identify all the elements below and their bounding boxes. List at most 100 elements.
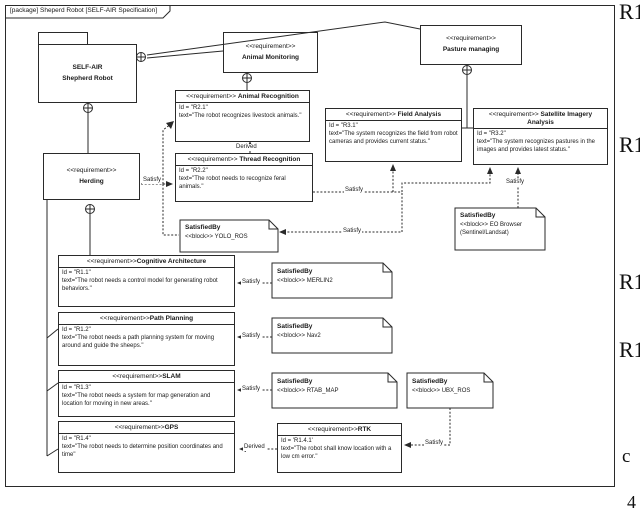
requirement-id: Id = "R3.1" xyxy=(329,123,358,130)
satisfy-label: Satisfy xyxy=(424,440,445,448)
stereotype-label: <<requirement>> xyxy=(187,156,240,163)
requirement-body: Id = 'R1.4.1' text="The robot shall know… xyxy=(278,436,401,464)
requirement-text: text="The robot needs a control model fo… xyxy=(62,278,218,292)
requirement-id: Id = "R2.1" xyxy=(179,105,208,112)
note-title: SatisfiedBy xyxy=(277,268,313,275)
stereotype-label: <<requirement>> xyxy=(114,424,165,431)
note-eo-browser: SatisfiedBy <<block>> EO Browser (Sentin… xyxy=(460,212,522,237)
requirement-body: Id = "R2.2" text="The robot needs to rec… xyxy=(176,166,312,194)
requirement-header: <<requirement>>SLAM xyxy=(59,371,234,384)
package-selfair-shepherd-robot: SELF-AIR Shepherd Robot xyxy=(38,44,137,103)
requirement-header: <<requirement>>Path Planning xyxy=(59,313,234,326)
requirement-header: <<requirement>>GPS xyxy=(59,422,234,435)
derived-label: Derived xyxy=(235,144,258,152)
requirement-header: <<requirement>> Animal Recognition xyxy=(176,91,309,104)
requirement-name: Pasture managing xyxy=(442,46,500,53)
requirement-text: text="The robot shall know location with… xyxy=(281,446,392,460)
margin-text-fragment: c xyxy=(622,446,631,467)
stereotype-label: <<requirement>> xyxy=(446,35,496,43)
satisfy-label: Satisfy xyxy=(344,187,365,195)
note-block: <<block>> Nav2 xyxy=(277,332,321,339)
requirement-box-animal-monitoring: <<requirement>> Animal Monitoring xyxy=(223,32,318,73)
requirement-box-satellite-imagery-analysis: <<requirement>> Satellite Imagery Analys… xyxy=(473,108,608,165)
requirement-body: Id = "R1.4" text="The robot needs to det… xyxy=(59,434,234,462)
margin-text-fragment: R1 xyxy=(619,132,640,157)
stereotype-label: <<requirement>> xyxy=(66,166,117,174)
frame-title: [package] Sheperd Robot [SELF-AIR Specif… xyxy=(10,7,158,14)
requirement-box-rtk: <<requirement>>RTK Id = 'R1.4.1' text="T… xyxy=(277,423,402,473)
package-tab xyxy=(38,32,88,44)
requirement-box-thread-recognition: <<requirement>> Thread Recognition Id = … xyxy=(175,153,313,202)
requirement-text: text="The robot needs a path planning sy… xyxy=(62,335,215,349)
requirement-id: Id = "R1.4" xyxy=(62,436,91,443)
satisfy-label: Satisfy xyxy=(505,179,526,187)
stereotype-label: <<requirement>> xyxy=(99,315,150,322)
note-title: SatisfiedBy xyxy=(277,378,313,385)
requirement-text: text="The robot needs a system for map g… xyxy=(62,393,211,407)
requirement-header: <<requirement>>RTK xyxy=(278,424,401,437)
requirement-text: text="The robot recognizes livestock ani… xyxy=(179,113,302,120)
note-title: SatisfiedBy xyxy=(185,224,221,231)
stereotype-label: <<requirement>> xyxy=(307,426,358,433)
note-ubx-ros: SatisfiedBy <<block>> UBX_ROS xyxy=(412,378,470,395)
requirement-text: text="The robot needs to recognize feral… xyxy=(179,176,286,190)
requirement-name: Animal Recognition xyxy=(237,93,299,100)
requirement-box-cognitive-architecture: <<requirement>>Cognitive Architecture Id… xyxy=(58,255,235,307)
note-yolo-ros: SatisfiedBy <<block>> YOLO_ROS xyxy=(185,224,248,241)
margin-text-fragment: R1 xyxy=(619,337,640,362)
note-title: SatisfiedBy xyxy=(412,378,448,385)
stereotype-label: <<requirement>> xyxy=(245,42,296,50)
requirement-name: RTK xyxy=(357,426,372,433)
requirement-box-field-analysis: <<requirement>> Field Analysis Id = "R3.… xyxy=(325,108,462,162)
requirement-name: Thread Recognition xyxy=(239,156,301,163)
requirement-header: <<requirement>> Field Analysis xyxy=(326,109,461,122)
note-rtab-map: SatisfiedBy <<block>> RTAB_MAP xyxy=(277,378,338,395)
package-name-line2: Shepherd Robot xyxy=(62,74,113,82)
note-block: <<block>> MERLIN2 xyxy=(277,277,333,284)
requirement-name: Path Planning xyxy=(149,315,194,322)
note-block: <<block>> UBX_ROS xyxy=(412,387,471,394)
margin-text-fragment: R1 xyxy=(619,0,640,24)
requirement-box-slam: <<requirement>>SLAM Id = "R1.3" text="Th… xyxy=(58,370,235,417)
requirement-text: text="The system recognizes pastures in … xyxy=(477,139,596,154)
satisfy-label: Satisfy xyxy=(241,279,262,287)
stereotype-label: <<requirement>> xyxy=(345,111,398,118)
requirement-id: Id = "R1.3" xyxy=(62,385,91,392)
requirement-body: Id = "R1.2" text="The robot needs a path… xyxy=(59,325,234,353)
requirement-box-pasture-managing: <<requirement>> Pasture managing xyxy=(420,25,522,65)
stereotype-label: <<requirement>> xyxy=(488,111,541,118)
satisfy-label: Satisfy xyxy=(241,333,262,341)
requirement-text: text="The system recognizes the field fr… xyxy=(329,131,458,145)
requirement-name: GPS xyxy=(164,424,179,431)
requirement-box-animal-recognition: <<requirement>> Animal Recognition Id = … xyxy=(175,90,310,142)
requirement-text: text="The robot needs to determine posit… xyxy=(62,444,223,458)
note-title: SatisfiedBy xyxy=(460,212,496,219)
requirement-id: Id = "R1.2" xyxy=(62,327,91,334)
requirement-body: Id = "R2.1" text="The robot recognizes l… xyxy=(176,103,309,123)
note-block: <<block>> RTAB_MAP xyxy=(277,387,339,394)
stereotype-label: <<requirement>> xyxy=(86,258,137,265)
requirement-body: Id = "R1.1" text="The robot needs a cont… xyxy=(59,268,234,296)
requirement-name: Herding xyxy=(79,177,104,185)
requirement-id: Id = "R1.1" xyxy=(62,270,91,277)
requirement-name: SLAM xyxy=(162,373,181,380)
margin-text-fragment: R1 xyxy=(619,269,640,294)
requirement-header: <<requirement>>Cognitive Architecture xyxy=(59,256,234,269)
requirement-id: Id = 'R1.4.1' xyxy=(281,438,313,445)
requirement-box-gps: <<requirement>>GPS Id = "R1.4" text="The… xyxy=(58,421,235,473)
requirement-name: Satellite Imagery Analysis xyxy=(527,111,593,127)
stereotype-label: <<requirement>> xyxy=(186,93,238,100)
note-title: SatisfiedBy xyxy=(277,323,313,330)
note-merlin2: SatisfiedBy <<block>> MERLIN2 xyxy=(277,268,333,285)
satisfy-label: Satisfy xyxy=(241,386,262,394)
satisfy-label: Satisfy xyxy=(342,228,363,236)
requirement-body: Id = "R1.3" text="The robot needs a syst… xyxy=(59,383,234,411)
requirement-id: Id = "R2.2" xyxy=(179,168,208,175)
requirement-name: Cognitive Architecture xyxy=(136,258,207,265)
requirement-name: Field Analysis xyxy=(397,111,442,118)
note-nav2: SatisfiedBy <<block>> Nav2 xyxy=(277,323,321,340)
requirement-box-herding: <<requirement>> Herding xyxy=(43,153,140,200)
margin-text-fragment: 4 xyxy=(627,492,636,512)
requirement-header: <<requirement>> Satellite Imagery Analys… xyxy=(474,109,607,130)
